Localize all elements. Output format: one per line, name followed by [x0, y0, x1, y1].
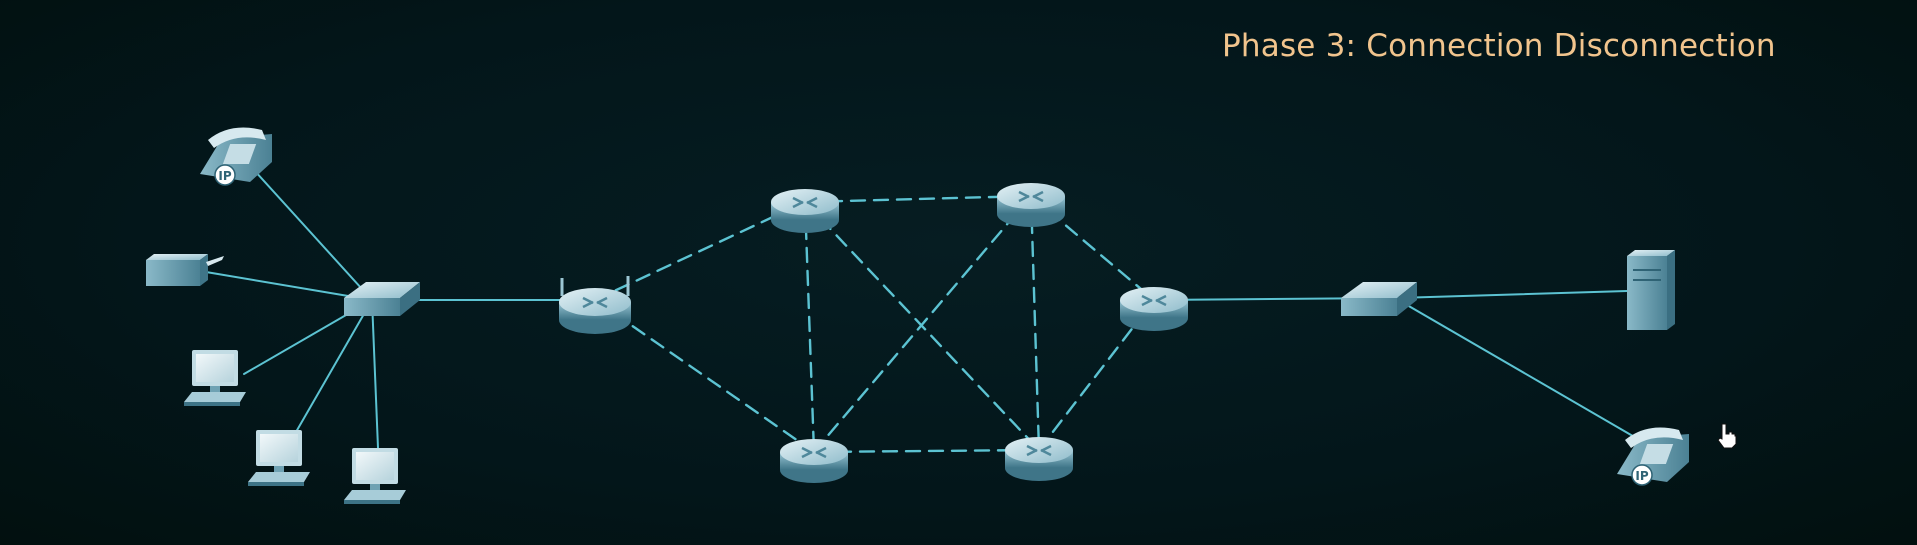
- router-core-tl[interactable]: [771, 189, 839, 233]
- desktop-pc-icon: [184, 350, 246, 406]
- pc-1[interactable]: [184, 350, 246, 406]
- switch-right[interactable]: [1341, 282, 1417, 316]
- desktop-pc-icon: [248, 430, 310, 486]
- router-core-tr[interactable]: [997, 183, 1065, 227]
- router-icon: [771, 189, 839, 233]
- link-pc-2-to-switch-left: [295, 299, 373, 433]
- ip-phone-icon: IP: [200, 127, 272, 186]
- ip-badge-label: IP: [1635, 469, 1648, 483]
- printer-icon: [146, 254, 224, 286]
- link-router-edge-left-to-router-core-tl: [593, 200, 807, 302]
- router-icon: [1005, 437, 1073, 481]
- router-edge-right[interactable]: [1120, 287, 1188, 331]
- router-core-br[interactable]: [1005, 437, 1073, 481]
- server[interactable]: [1627, 250, 1675, 330]
- link-router-core-tl-to-router-core-tr: [803, 194, 1033, 204]
- ip-phone-icon: IP: [1617, 427, 1689, 486]
- phase-title: Phase 3: Connection Disconnection: [1222, 28, 1776, 64]
- switch-icon: [1341, 282, 1417, 316]
- printer[interactable]: [146, 254, 224, 286]
- link-ip-phone-left-to-switch-left: [253, 169, 373, 301]
- pc-2[interactable]: [248, 430, 310, 486]
- switch-left[interactable]: [344, 282, 420, 316]
- switch-icon: [344, 282, 420, 316]
- hand-pointer-icon: [1717, 423, 1737, 449]
- wireless-router-icon: [559, 276, 631, 334]
- router-icon: [1120, 287, 1188, 331]
- links-layer: [205, 169, 1651, 454]
- link-router-core-tr-to-router-core-bl: [812, 194, 1033, 454]
- link-switch-right-to-ip-phone-right: [1394, 297, 1651, 447]
- ip-badge-label: IP: [218, 169, 231, 183]
- link-router-edge-left-to-router-core-bl: [593, 298, 816, 454]
- router-core-bl[interactable]: [780, 439, 848, 483]
- link-router-core-tl-to-router-core-bl: [803, 200, 816, 454]
- link-printer-to-switch-left: [205, 271, 373, 301]
- link-router-core-tr-to-router-core-br: [1029, 194, 1041, 452]
- ip-phone-right[interactable]: IP: [1617, 427, 1689, 486]
- link-router-core-bl-to-router-core-br: [812, 448, 1041, 454]
- router-icon: [780, 439, 848, 483]
- link-router-core-br-to-router-edge-right: [1037, 298, 1156, 452]
- desktop-pc-icon: [344, 448, 406, 504]
- server-icon: [1627, 250, 1675, 330]
- link-switch-right-to-server: [1394, 290, 1628, 299]
- router-icon: [997, 183, 1065, 227]
- link-pc-3-to-switch-left: [371, 299, 379, 449]
- pc-3[interactable]: [344, 448, 406, 504]
- ip-phone-left[interactable]: IP: [200, 127, 272, 186]
- router-edge-left[interactable]: [559, 276, 631, 334]
